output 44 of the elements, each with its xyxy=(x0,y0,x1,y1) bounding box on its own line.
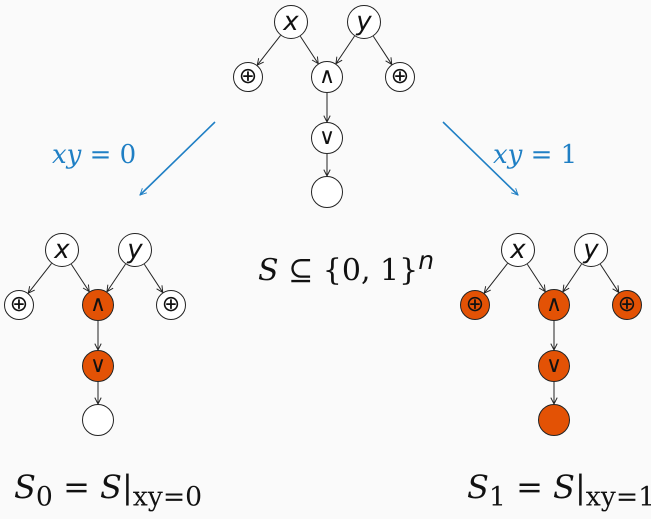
arrow xyxy=(335,36,355,64)
operator-node: ∨ xyxy=(311,122,343,154)
arrow xyxy=(70,264,90,292)
set-formula: S ⊆ {0, 1}$^{n}$ xyxy=(258,246,434,288)
operator-node: y xyxy=(118,233,152,267)
operator-node: ∨ xyxy=(82,350,114,382)
arrow xyxy=(94,382,102,404)
arrow xyxy=(484,262,508,294)
arrow xyxy=(28,262,52,294)
operator-node: ∧ xyxy=(311,61,343,93)
operator-node: x xyxy=(45,233,79,267)
operator-node: ⊕ xyxy=(612,290,642,320)
condition-label: xy = 1 xyxy=(493,140,578,170)
arrow xyxy=(106,264,126,292)
empty-node xyxy=(538,404,570,436)
condition-label: xy = 0 xyxy=(52,140,136,170)
operator-node: x xyxy=(274,5,308,39)
arrow xyxy=(526,264,546,292)
arrow xyxy=(323,154,331,176)
empty-node xyxy=(82,404,114,436)
operator-node: x xyxy=(501,233,535,267)
operator-node: ⊕ xyxy=(4,290,34,320)
operator-node: y xyxy=(574,233,608,267)
operator-node: ∨ xyxy=(538,350,570,382)
empty-node xyxy=(311,176,343,208)
arrow xyxy=(300,36,319,64)
operator-node: ∧ xyxy=(538,289,570,321)
operator-node: ⊕ xyxy=(385,62,415,92)
arrow xyxy=(256,34,282,66)
arrow xyxy=(372,36,392,65)
operator-node: ⊕ xyxy=(156,290,186,320)
arrow xyxy=(94,320,102,350)
arrow xyxy=(600,264,620,293)
operator-node: ⊕ xyxy=(233,62,263,92)
arrow xyxy=(323,92,331,122)
operator-node: ⊕ xyxy=(460,290,490,320)
arrow xyxy=(144,264,164,293)
operator-node: ∧ xyxy=(82,289,114,321)
arrow xyxy=(550,382,558,404)
arrow xyxy=(562,264,582,292)
restriction-formula: S$_{0}$ = S|$_{xy=0}$ xyxy=(14,468,202,512)
operator-node: y xyxy=(347,5,381,39)
arrow xyxy=(550,320,558,350)
restriction-formula: S$_{1}$ = S|$_{xy=1}$ xyxy=(467,468,651,512)
